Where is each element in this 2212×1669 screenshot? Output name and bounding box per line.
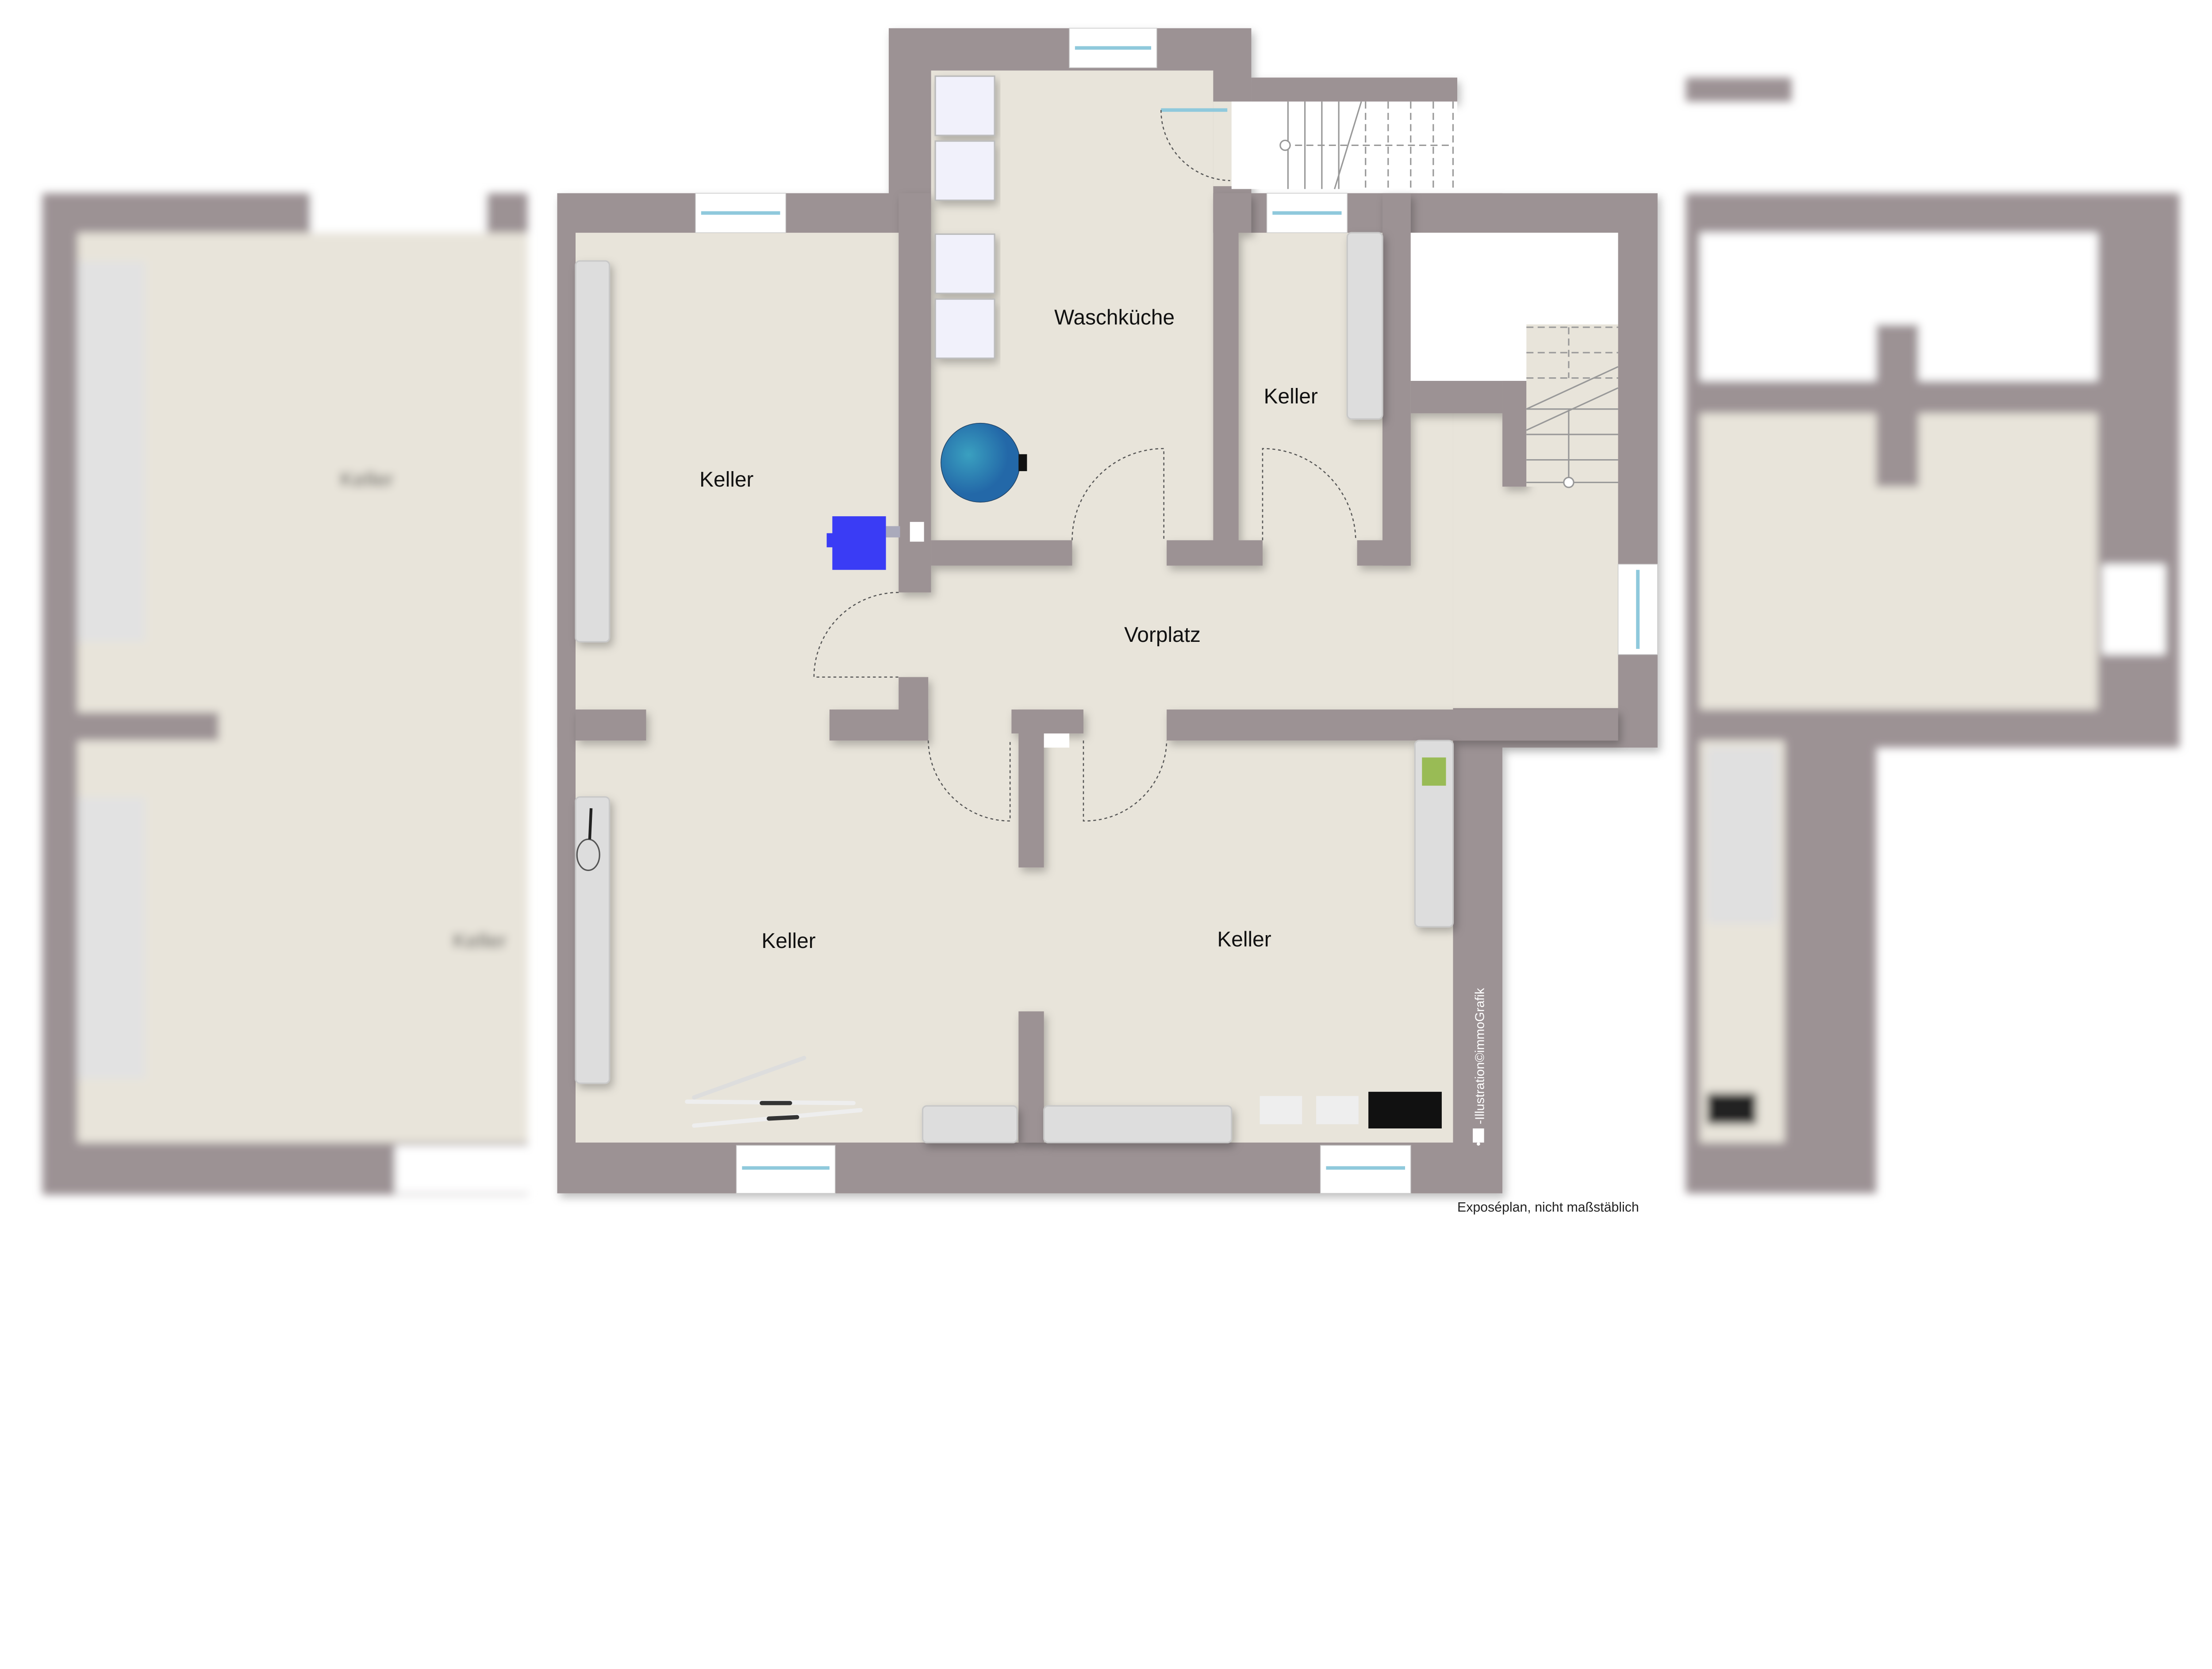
- blurred-room-label: Keller: [453, 929, 507, 953]
- room-label-vorplatz: Vorplatz: [1124, 623, 1201, 647]
- watermark: -Illustration©immoGrafik: [1473, 988, 1487, 1124]
- floor-plan: Keller Keller: [42, 27, 2180, 1215]
- room-label-waschkueche: Waschküche: [1054, 306, 1175, 329]
- skis-icon: [685, 1055, 863, 1128]
- boiler-icon: [941, 422, 1021, 503]
- door-swing-icon: [813, 110, 1356, 822]
- blurred-right-plan: [1686, 77, 2180, 1193]
- blurred-left-plan: Keller Keller: [42, 193, 528, 1195]
- blurred-room-label: Keller: [340, 468, 394, 491]
- shaft-icon: [1044, 733, 1070, 748]
- stairs-icon: [1231, 101, 1458, 189]
- room-label-keller: Keller: [1264, 385, 1318, 408]
- tennis-racket-icon: [576, 808, 600, 871]
- disclaimer: Exposéplan, nicht maßstäblich: [1457, 1200, 1639, 1215]
- bottle-crate-icon: [1260, 757, 1446, 1129]
- pump-icon: [826, 516, 900, 570]
- room-label-keller: Keller: [761, 929, 815, 953]
- room-label-keller: Keller: [1217, 928, 1271, 952]
- sparkasse-logo-icon: [1473, 1128, 1484, 1146]
- main-plan: Waschküche Keller Keller Vorplatz Keller…: [557, 27, 1658, 1194]
- room-label-keller: Keller: [699, 468, 753, 491]
- stairs-icon: [1526, 326, 1619, 488]
- washing-machine-icon: [934, 75, 995, 359]
